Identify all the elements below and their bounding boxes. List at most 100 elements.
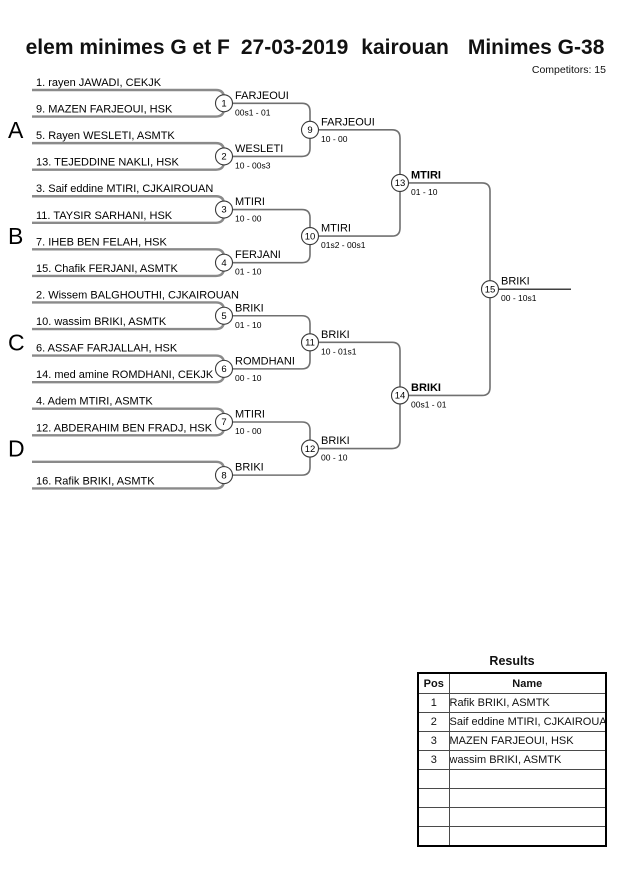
- match-number-badge: [214, 306, 234, 325]
- bracket-line: [318, 191, 401, 237]
- bracket-line: [32, 141, 226, 152]
- results-row: [417, 826, 607, 847]
- match-number: 11: [305, 338, 315, 349]
- competitors-count: Competitors: 15: [531, 64, 606, 76]
- match-number-badge: [214, 94, 234, 113]
- match-winner: BRIKI: [411, 382, 441, 394]
- match-score: 10 - 00: [235, 426, 262, 436]
- match-number-badge: [480, 280, 500, 299]
- match-number: 14: [395, 391, 406, 402]
- match-number: 9: [307, 125, 312, 136]
- match-winner: MTIRI: [411, 169, 441, 181]
- match-winner: FERJANI: [235, 249, 281, 261]
- result-pos: 1: [417, 693, 450, 713]
- slot-name: 1. rayen JAWADI, CEKJK: [36, 77, 162, 89]
- bracket-line: [32, 88, 226, 99]
- match-score: 01 - 10: [235, 267, 262, 277]
- group-letter: B: [8, 223, 23, 249]
- match-number: 6: [221, 364, 226, 375]
- result-pos: [417, 769, 450, 789]
- match-number: 2: [221, 152, 226, 163]
- match-number-badge: [214, 147, 234, 166]
- slot-name: 13. TEJEDDINE NAKLI, HSK: [36, 157, 180, 169]
- match-winner: MTIRI: [235, 196, 265, 208]
- match-score: 10 - 00: [321, 134, 348, 144]
- slot-name: 11. TAYSIR SARHANI, HSK: [36, 210, 173, 222]
- bracket-line: [232, 421, 311, 441]
- match-number: 15: [485, 284, 496, 295]
- bracket-line: [232, 350, 311, 370]
- result-name: MAZEN FARJEOUI, HSK: [448, 731, 607, 751]
- match-score: 10 - 01s1: [321, 346, 357, 356]
- match-score: 01 - 10: [411, 187, 438, 197]
- bracket-line: [408, 182, 491, 281]
- match-number: 1: [221, 98, 226, 109]
- bracket-line: [32, 354, 226, 364]
- bracket-line: [232, 457, 311, 476]
- bracket-line: [32, 248, 226, 258]
- match-score: 00s1 - 01: [411, 399, 447, 409]
- bracket-line: [318, 129, 401, 175]
- slot-name: 15. Chafik FERJANI, ASMTK: [36, 263, 178, 275]
- match-winner: MTIRI: [235, 409, 265, 421]
- slot-name: 6. ASSAF FARJALLAH, HSK: [36, 343, 178, 355]
- slot-name: 4. Adem MTIRI, ASMTK: [36, 396, 153, 408]
- match-score: 00 - 10: [235, 373, 262, 383]
- bracket-line: [32, 301, 226, 311]
- match-winner: BRIKI: [501, 276, 530, 288]
- match-winner: FARJEOUI: [235, 90, 289, 102]
- result-pos: [417, 826, 450, 847]
- match-winner: ROMDHANI: [235, 355, 295, 367]
- bracket-line: [318, 403, 401, 450]
- slot-name: 5. Rayen WESLETI, ASMTK: [36, 130, 175, 142]
- result-pos: [417, 788, 450, 808]
- match-winner: BRIKI: [321, 329, 350, 341]
- results-heading: Results: [489, 654, 535, 668]
- title-location: kairouan: [361, 36, 449, 59]
- bracket-line: [32, 407, 226, 417]
- match-number-badge: [300, 227, 320, 246]
- bracket-line: [232, 138, 311, 158]
- match-number: 3: [221, 205, 226, 216]
- group-letter: D: [8, 436, 25, 462]
- match-number-badge: [300, 333, 320, 352]
- page-title: elem minimes G et F 27-03-2019 kairouan …: [0, 36, 630, 60]
- results-header-row: Pos Name: [417, 672, 607, 694]
- match-score: 01s2 - 00s1: [321, 240, 366, 250]
- group-letter: A: [8, 117, 24, 143]
- match-winner: WESLETI: [235, 143, 283, 155]
- result-name: Saif eddine MTIRI, CJKAIROUAN: [448, 712, 607, 732]
- results-row: [417, 788, 607, 808]
- title-category: Minimes G-38: [467, 36, 605, 59]
- slot-name: 14. med amine ROMDHANI, CEKJK: [36, 369, 214, 381]
- match-number-badge: [214, 253, 234, 272]
- title-event: elem minimes G et F: [25, 36, 230, 59]
- bracket-line: [232, 244, 311, 264]
- match-number: 7: [221, 417, 226, 428]
- results-row: [417, 807, 607, 827]
- match-number-badge: [390, 173, 410, 193]
- bracket-line: [232, 314, 311, 334]
- slot-name: 12. ABDERAHIM BEN FRADJ, HSK: [36, 422, 213, 434]
- match-number: 5: [221, 311, 226, 322]
- bracket-line: [318, 341, 401, 387]
- match-number: 13: [395, 178, 406, 189]
- match-number-badge: [390, 386, 410, 405]
- match-number: 12: [305, 444, 316, 455]
- result-name: [448, 826, 607, 847]
- match-number: 10: [305, 231, 316, 242]
- match-number-badge: [300, 120, 320, 139]
- match-score: 00s1 - 01: [235, 107, 271, 117]
- result-name: [448, 807, 607, 827]
- result-name: [448, 788, 607, 808]
- match-winner: MTIRI: [321, 223, 351, 235]
- results-col-name: Name: [448, 672, 607, 694]
- match-score: 00 - 10s1: [501, 293, 537, 303]
- match-score: 10 - 00: [235, 214, 262, 224]
